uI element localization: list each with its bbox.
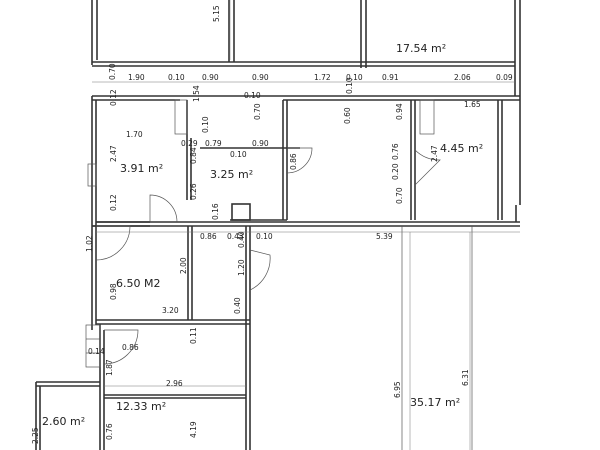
dimension-label: 0.12 (109, 89, 118, 106)
dimension-label: 5.39 (376, 232, 393, 241)
dimension-label: 1.72 (314, 73, 331, 82)
dimension-label: 0.14 (88, 347, 105, 356)
dimension-label: 0.84 (189, 147, 198, 164)
dimension-label: 0.90 (252, 139, 269, 148)
room-area-label: 2.60 m² (42, 415, 85, 428)
dimension-label: 2.25 (31, 427, 40, 444)
dimension-label: 2.47 (109, 145, 118, 162)
dimension-label: 0.40 (233, 297, 242, 314)
room-area-label: 6.50 M2 (116, 277, 160, 290)
dimension-label: 0.76 (391, 143, 400, 160)
dimension-label: 2.06 (454, 73, 471, 82)
dimension-label: 0.60 (343, 107, 352, 124)
room-area-label: 12.33 m² (116, 400, 166, 413)
dimension-label: 1.90 (128, 73, 145, 82)
dimension-label: 0.12 (109, 194, 118, 211)
dimension-label: 0.76 (105, 423, 114, 440)
dimension-label: 0.91 (382, 73, 399, 82)
dimension-label: 0.86 (289, 153, 298, 170)
dimension-label: 5.15 (212, 5, 221, 22)
dimension-label: 1.70 (126, 130, 143, 139)
dimension-label: 6.31 (461, 369, 470, 386)
dimension-label: 0.10 (168, 73, 185, 82)
room-labels: 17.54 m² 4.45 m² 3.91 m² 3.25 m² 6.50 M2… (42, 42, 483, 428)
dimension-label: 0.10 (201, 116, 210, 133)
dimension-label: 0.16 (211, 203, 220, 220)
dimension-label: 0.10 (244, 91, 261, 100)
dimension-label: 1.54 (192, 85, 201, 102)
dimension-label: 0.70 (395, 187, 404, 204)
dimension-label: 0.10 (256, 232, 273, 241)
dimension-label: 0.26 (189, 183, 198, 200)
dimension-label: 0.98 (109, 283, 118, 300)
dimension-label: 2.96 (166, 379, 183, 388)
dimension-label: 0.90 (252, 73, 269, 82)
dimension-label: 3.20 (162, 306, 179, 315)
dimension-label: 0.10 (346, 73, 363, 82)
dimension-label: 6.95 (393, 381, 402, 398)
room-area-label: 3.91 m² (120, 162, 163, 175)
dimension-label: 0.10 (345, 77, 354, 94)
room-area-label: 17.54 m² (396, 42, 446, 55)
dimension-label: 0.70 (108, 63, 117, 80)
dimension-label: 0.29 (181, 139, 198, 148)
dimension-label: 0.86 (200, 232, 217, 241)
dimension-label: 0.86 (122, 343, 139, 352)
dimension-label: 2.00 (179, 257, 188, 274)
walls (35, 0, 521, 450)
dimension-label: 0.10 (230, 150, 247, 159)
dimension-label: 0.90 (202, 73, 219, 82)
dimension-label: 1.02 (85, 235, 94, 252)
dimension-label: 1.65 (464, 100, 481, 109)
room-area-label: 35.17 m² (410, 396, 460, 409)
doors (95, 147, 441, 365)
dimension-label: 0.43 (227, 232, 244, 241)
dimension-label: 1.87 (105, 359, 114, 376)
dimension-label: 0.11 (189, 327, 198, 344)
room-area-label: 4.45 m² (440, 142, 483, 155)
fixtures (85, 99, 435, 368)
dimension-label: 0.94 (395, 103, 404, 120)
room-area-label: 3.25 m² (210, 168, 253, 181)
dimension-lines (92, 0, 520, 450)
dimension-label: 0.79 (205, 139, 222, 148)
horizontal-dimensions: 1.90 0.10 0.90 0.90 1.72 0.10 0.91 2.06 … (122, 73, 513, 388)
dimension-label: 0.40 (237, 231, 246, 248)
dimension-label: 1.20 (237, 259, 246, 276)
dimension-label: 4.19 (189, 421, 198, 438)
dimension-label: 0.09 (496, 73, 513, 82)
vertical-dimensions: 5.15 0.70 1.54 0.10 0.70 0.10 0.60 0.94 … (31, 5, 470, 444)
dimension-label: 0.20 (391, 163, 400, 180)
dimension-label: 0.70 (253, 103, 262, 120)
dimension-label: 2.47 (430, 145, 439, 162)
